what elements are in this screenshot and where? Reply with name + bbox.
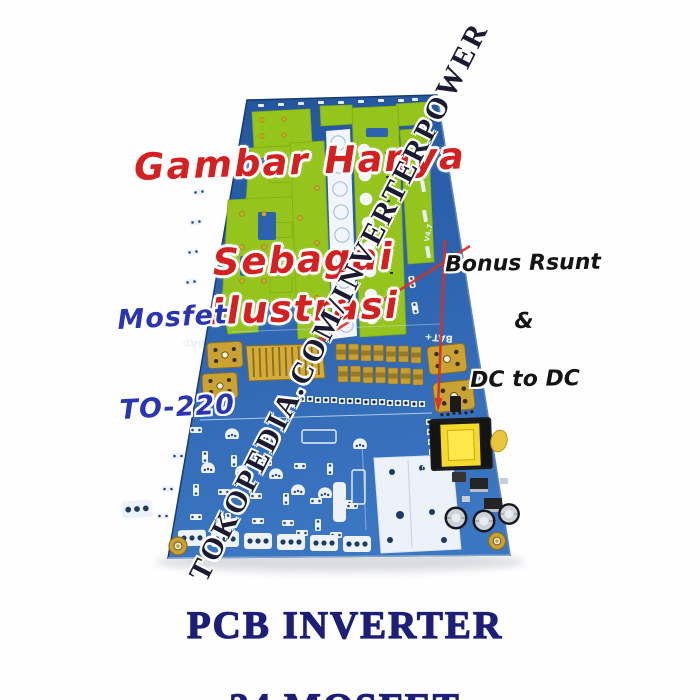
dc-dc-transformer: [429, 410, 493, 471]
footprint-scatter: [157, 158, 419, 538]
smd-tick-column: [385, 152, 395, 320]
diode-footprint-column: [357, 143, 379, 325]
red-arrowhead-dcdc: [434, 397, 443, 412]
bat-minus-label: BAT-: [181, 336, 205, 349]
small-capacitor: [450, 396, 461, 412]
red-arrowhead-shunt: [316, 333, 329, 343]
silkscreen-ticks: [258, 98, 431, 259]
mounting-hole-right: [487, 531, 507, 551]
pour-cutouts: [236, 128, 388, 276]
mosfet-annotation-line-2: TO-220: [118, 388, 236, 426]
copper-pour-region: [221, 101, 435, 340]
bonus-annotation-line-2: &: [514, 308, 534, 335]
bonus-annotation: Bonus Rsunt & DC to DC: [438, 219, 610, 425]
product-title: PCB INVERTER 24 MOSFET: [125, 564, 565, 700]
mosfet-annotation-line-1: Mosfet: [116, 299, 229, 336]
version-label: V4.7: [423, 223, 434, 242]
red-arrow-to-dcdc: [436, 239, 447, 407]
disc-capacitor: [490, 429, 508, 453]
bonus-annotation-line-1: Bonus Rsunt: [444, 249, 602, 278]
trace-lines: [199, 323, 441, 531]
white-silkscreen-region: [333, 454, 462, 554]
gold-pads: [239, 116, 320, 301]
bonus-annotation-line-3: DC to DC: [469, 366, 581, 393]
red-annotation-arrows: [316, 239, 471, 412]
mosfet-annotation: Mosfet TO-220: [94, 246, 256, 479]
capacitor-footprint-strip: [326, 129, 357, 339]
bat-plus-label: BAT+: [424, 331, 453, 344]
product-title-line-2: 24 MOSFET: [125, 686, 565, 700]
shunt-resistor-strip: [245, 343, 326, 382]
product-title-line-1: PCB INVERTER: [186, 604, 504, 647]
smd-transistors: [452, 472, 508, 512]
